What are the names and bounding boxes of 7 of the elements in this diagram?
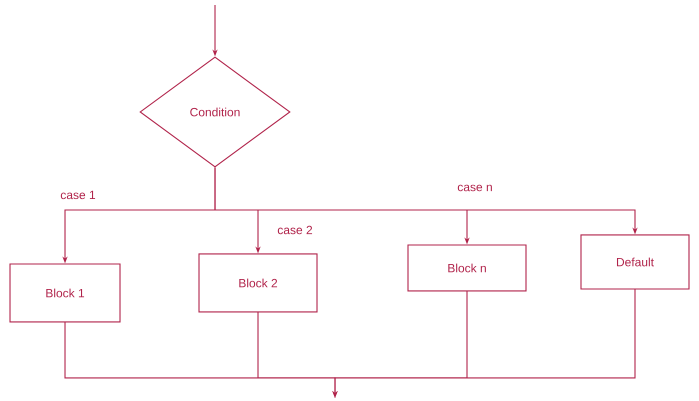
edge-label: case 2 — [276, 224, 314, 236]
edge-label: case 1 — [59, 190, 97, 200]
edge-label: case n — [456, 184, 494, 192]
process-box: Default — [580, 234, 690, 290]
process-box: Block 1 — [9, 263, 121, 323]
process-box: Block 2 — [198, 253, 318, 313]
process-box: Block n — [407, 244, 527, 292]
